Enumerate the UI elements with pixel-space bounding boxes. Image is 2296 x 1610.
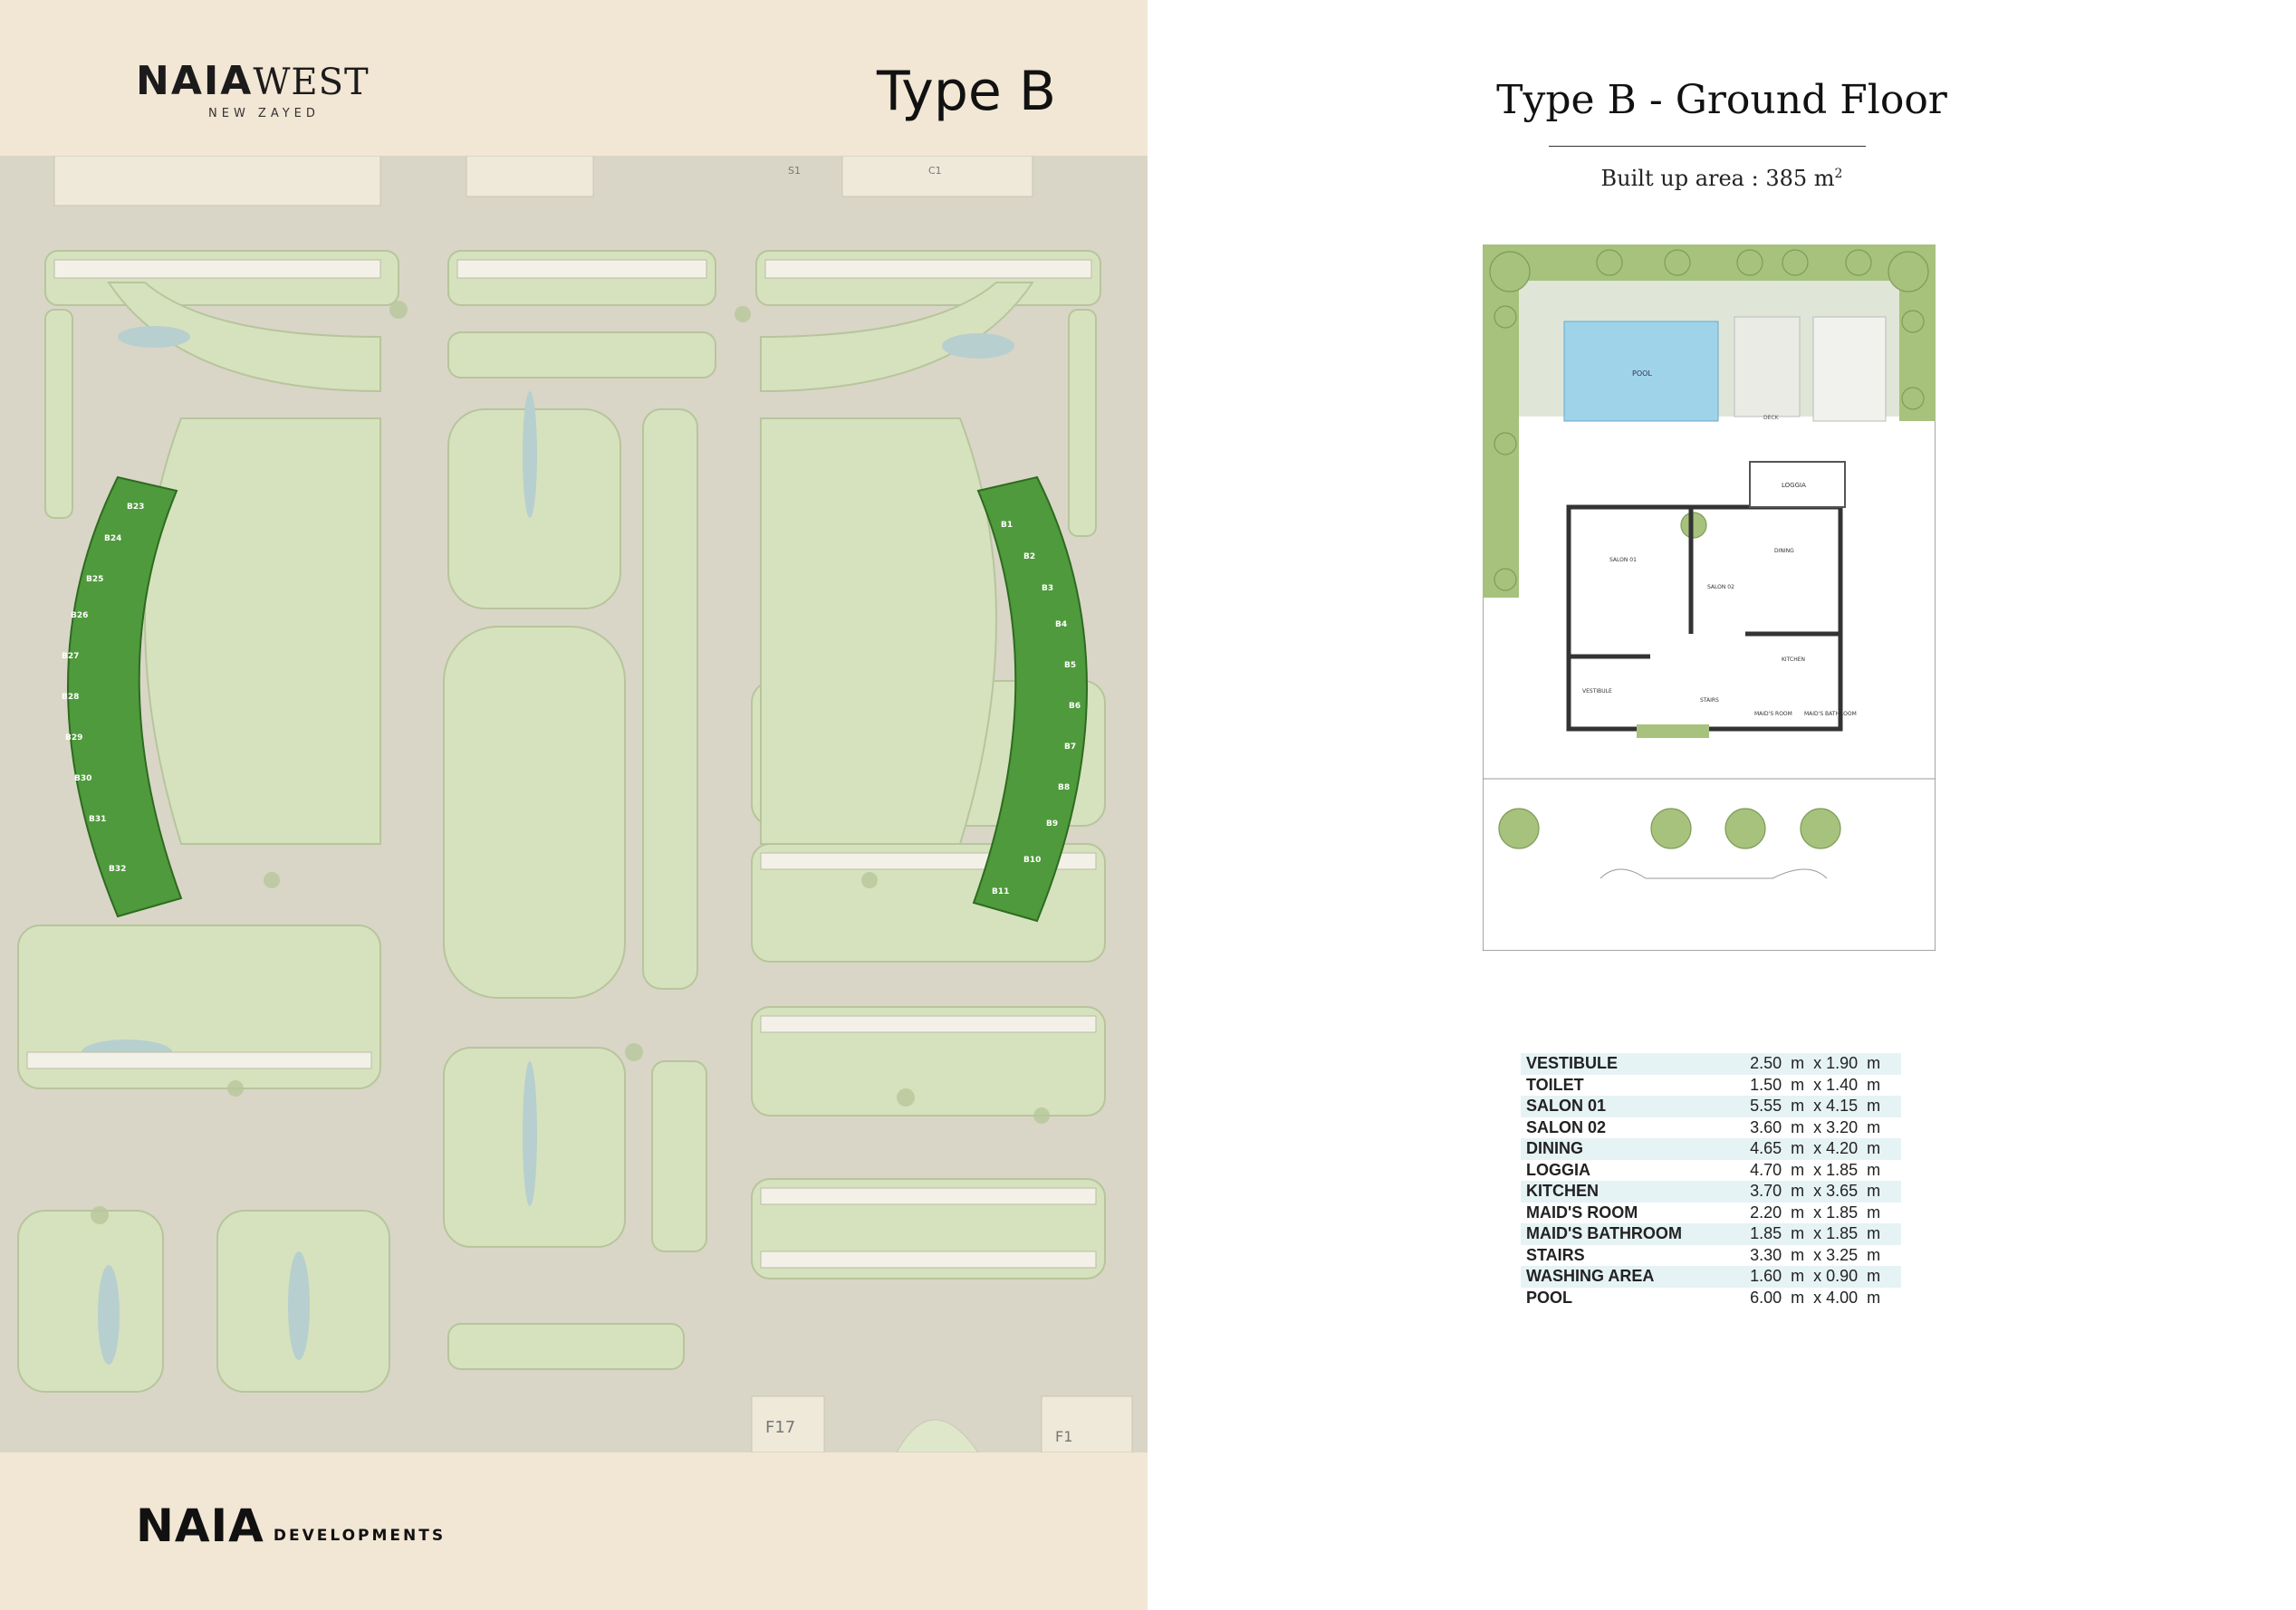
unit-b25: B25 xyxy=(86,575,103,584)
room-dimension: 3.60 m x 3.20 m xyxy=(1750,1117,1881,1136)
room-name: STAIRS xyxy=(1526,1245,1585,1264)
room-name: LOGGIA xyxy=(1526,1160,1590,1179)
room-row: TOILET 1.50 m x 1.40 m xyxy=(1521,1075,1901,1097)
master-site-plan: S1 C1 xyxy=(0,156,1148,1452)
unit-b23: B23 xyxy=(127,503,144,512)
naia-developments-logo: NAIA DEVELOPMENTS xyxy=(136,1503,446,1548)
room-row: POOL 6.00 m x 4.00 m xyxy=(1521,1288,1901,1309)
type-title: Type B xyxy=(877,60,1057,123)
unit-b4: B4 xyxy=(1055,620,1067,629)
room-dimension: 4.70 m x 1.85 m xyxy=(1750,1160,1881,1179)
room-row: STAIRS 3.30 m x 3.25 m xyxy=(1521,1245,1901,1267)
room-name: VESTIBULE xyxy=(1521,1053,1702,1075)
plan-title: Type B - Ground Floor xyxy=(1496,77,1947,123)
unit-b32: B32 xyxy=(109,865,126,874)
unit-b29: B29 xyxy=(65,733,82,743)
unit-b8: B8 xyxy=(1058,783,1070,792)
room-dimension: 6.00 m x 4.00 m xyxy=(1750,1288,1881,1307)
room-name: TOILET xyxy=(1526,1075,1584,1094)
room-dimension: 1.85 m x 1.85 m xyxy=(1701,1223,1901,1245)
site-plan-panel: NAIAWEST NEW ZAYED Type B S1 C1 xyxy=(0,0,1148,1610)
ground-floor-plan: POOL DECK LOGGIA SALON 01 SALON 02 DININ… xyxy=(1483,244,1936,951)
room-name: MAID'S ROOM xyxy=(1526,1203,1638,1222)
salon01-label: SALON 01 xyxy=(1609,557,1637,563)
room-dimension: 5.55 m x 4.15 m xyxy=(1701,1096,1901,1117)
unit-b5: B5 xyxy=(1064,661,1076,670)
unit-b24: B24 xyxy=(104,534,121,543)
room-name: POOL xyxy=(1526,1288,1573,1307)
unit-b2: B2 xyxy=(1023,552,1035,561)
built-up-area: Built up area : 385 m2 xyxy=(1148,166,2296,191)
unit-b30: B30 xyxy=(74,774,91,783)
unit-b10: B10 xyxy=(1023,856,1041,865)
unit-b31: B31 xyxy=(89,815,106,824)
room-row: MAID'S ROOM 2.20 m x 1.85 m xyxy=(1521,1203,1901,1224)
room-row: LOGGIA 4.70 m x 1.85 m xyxy=(1521,1160,1901,1182)
room-dimension: 1.60 m x 0.90 m xyxy=(1701,1266,1901,1288)
room-name: SALON 01 xyxy=(1521,1096,1702,1117)
unit-b28: B28 xyxy=(62,693,79,702)
unit-b7: B7 xyxy=(1064,743,1076,752)
kitchen-label: KITCHEN xyxy=(1782,656,1805,663)
lot-f17-label: F17 xyxy=(765,1418,795,1437)
unit-b1: B1 xyxy=(1001,521,1013,530)
unit-b26: B26 xyxy=(71,611,88,620)
room-dimension: 2.50 m x 1.90 m xyxy=(1701,1053,1901,1075)
room-name: WASHING AREA xyxy=(1521,1266,1702,1288)
room-dimension: 2.20 m x 1.85 m xyxy=(1750,1203,1881,1222)
built-up-sup: 2 xyxy=(1834,167,1843,181)
unit-b3: B3 xyxy=(1042,584,1053,593)
room-name: SALON 02 xyxy=(1526,1117,1607,1136)
developer-word: DEVELOPMENTS xyxy=(273,1527,447,1545)
salon02-label: SALON 02 xyxy=(1707,584,1734,590)
title-divider xyxy=(1549,146,1866,147)
room-name: KITCHEN xyxy=(1521,1181,1702,1203)
brand-word: WEST xyxy=(253,62,370,103)
deck-label: DECK xyxy=(1763,415,1780,421)
room-dimension: 1.50 m x 1.40 m xyxy=(1750,1075,1881,1094)
dining-label: DINING xyxy=(1774,548,1794,554)
room-dimension: 4.65 m x 4.20 m xyxy=(1701,1138,1901,1160)
naia-west-logo: NAIAWEST NEW ZAYED xyxy=(136,62,370,121)
room-dimension: 3.70 m x 3.65 m xyxy=(1701,1181,1901,1203)
unit-b11: B11 xyxy=(992,887,1009,896)
lot-c1-label: C1 xyxy=(928,165,942,177)
room-row: SALON 02 3.60 m x 3.20 m xyxy=(1521,1117,1901,1139)
unit-b6: B6 xyxy=(1069,702,1081,711)
developer-mark: NAIA xyxy=(136,1500,264,1552)
stairs-label: STAIRS xyxy=(1700,697,1719,704)
room-dimension: 3.30 m x 3.25 m xyxy=(1750,1245,1881,1264)
unit-b27: B27 xyxy=(62,652,79,661)
vestibule-label: VESTIBULE xyxy=(1582,688,1612,695)
maids-room-label: MAID'S ROOM xyxy=(1754,711,1792,717)
brand-subtitle: NEW ZAYED xyxy=(208,107,320,120)
pool-label: POOL xyxy=(1632,369,1652,378)
maids-bath-label: MAID'S BATHROOM xyxy=(1804,711,1857,717)
brand-mark: NAIA xyxy=(136,58,254,104)
floor-plan-panel: Type B - Ground Floor Built up area : 38… xyxy=(1148,0,2296,1610)
room-name: MAID'S BATHROOM xyxy=(1521,1223,1702,1245)
built-up-label: Built up area : 385 m xyxy=(1600,166,1835,191)
lot-f1-label: F1 xyxy=(1055,1428,1072,1445)
unit-b9: B9 xyxy=(1046,819,1058,829)
loggia-label: LOGGIA xyxy=(1782,482,1806,489)
lot-s1-label: S1 xyxy=(788,165,801,177)
room-name: DINING xyxy=(1521,1138,1702,1160)
